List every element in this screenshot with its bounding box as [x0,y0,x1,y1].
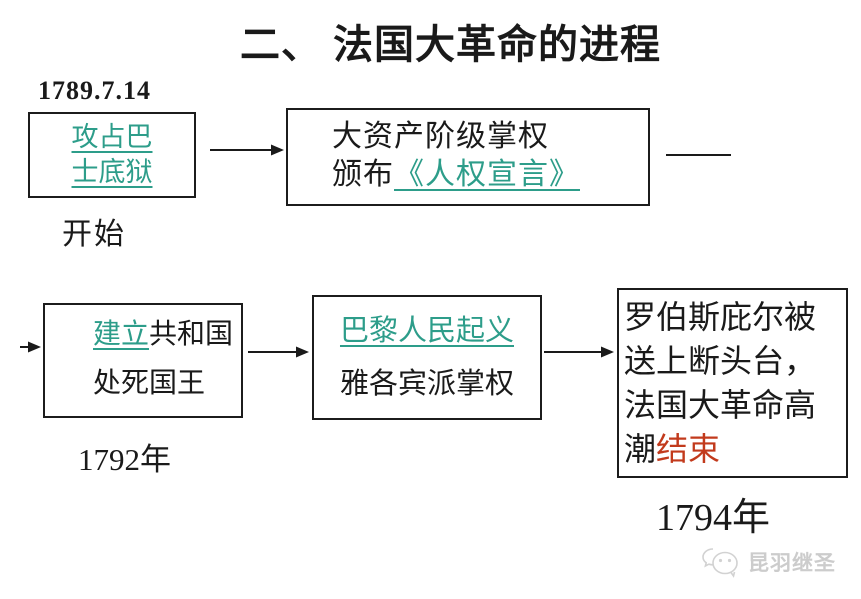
flow-box-republic: 建立共和国 处死国王 [43,303,243,418]
watermark: 昆羽继圣 [700,546,836,578]
end-line3: 法国大革命高 [624,387,817,423]
uprising-line2: 雅各宾派掌权 [339,367,514,400]
start-date-label: 1789.7.14 [38,76,151,105]
republic-line1: 建立共和国 [93,317,241,353]
watermark-text: 昆羽继圣 [748,552,836,575]
year-1792-label: 1792年 [78,442,171,477]
year-1794-label: 1794年 [656,497,771,539]
end-line4: 潮结束 [624,427,844,471]
republic-rest: 共和国 [149,319,234,351]
wechat-logo-icon [702,548,738,578]
end-highlight: 结束 [656,431,721,467]
republic-line2: 处死国王 [93,367,206,399]
flow-box-bastille: 攻占巴 士底狱 [28,112,196,198]
end-line4-prefix: 潮 [624,431,657,467]
start-label: 开始 [62,218,126,251]
flow-box-uprising: 巴黎人民起义 雅各宾派掌权 [312,295,542,420]
bastille-line2: 士底狱 [71,157,153,187]
bourgeoisie-line2: 颁布《人权宣言》 [332,156,648,194]
end-line2: 送上断头台， [624,343,817,379]
end-line1: 罗伯斯庇尔被 [624,299,817,335]
republic-highlight: 建立 [93,319,150,351]
flow-box-end: 罗伯斯庇尔被 送上断头台， 法国大革命高 潮结束 [617,288,848,478]
declaration-link-text: 《人权宣言》 [394,158,580,191]
declaration-prefix: 颁布 [332,158,394,191]
page-title: 二、 法国大革命的进程 [240,22,661,67]
bourgeoisie-line1: 大资产阶级掌权 [332,120,549,153]
flow-box-bourgeoisie: 大资产阶级掌权 颁布《人权宣言》 [286,108,650,206]
uprising-line1: 巴黎人民起义 [339,315,514,348]
bastille-line1: 攻占巴 [71,122,153,152]
